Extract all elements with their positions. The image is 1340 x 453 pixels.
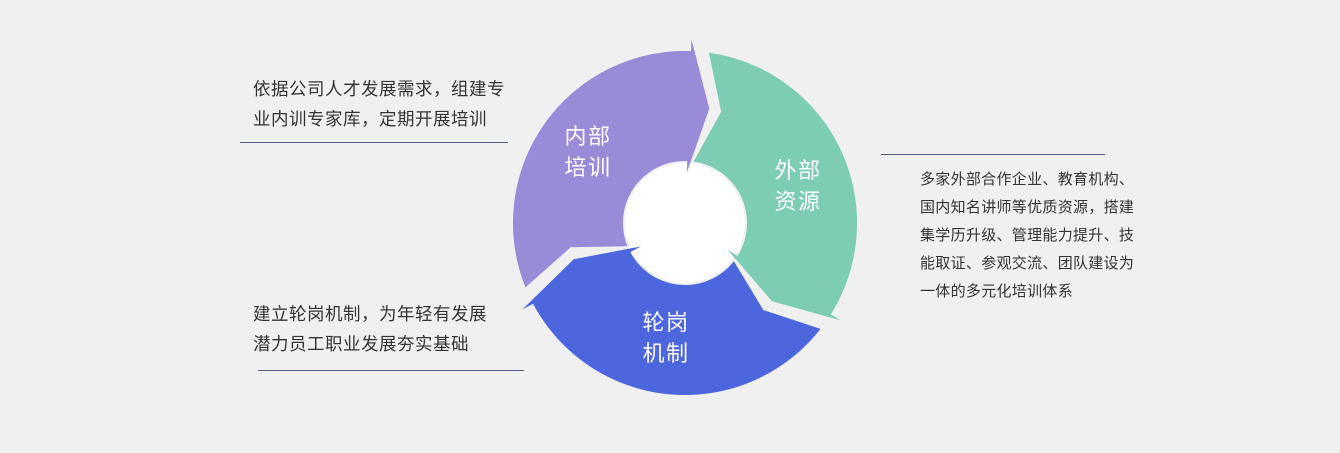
segment-label-external-resources: 外部 资源 [774, 155, 821, 217]
segment-label-line: 资源 [774, 189, 822, 214]
divider-rotation-mechanism [258, 370, 524, 371]
segment-label-internal-training: 内部 培训 [564, 121, 611, 183]
annotation-text-line: 多家外部合作企业、教育机构、 [920, 171, 1135, 188]
annotation-external-resources: 多家外部合作企业、教育机构、 国内知名讲师等优质资源，搭建 集学历升级、管理能力… [920, 166, 1134, 306]
segment-external-resources [693, 52, 858, 321]
divider-external-resources [881, 154, 1105, 155]
annotation-text-line: 一体的多元化培训体系 [920, 283, 1074, 300]
divider-internal-training [240, 142, 508, 143]
annotation-internal-training: 依据公司人才发展需求，组建专 业内训专家库，定期开展培训 [253, 74, 505, 134]
segment-internal-training [512, 39, 710, 288]
annotation-text-line: 业内训专家库，定期开展培训 [253, 109, 487, 129]
annotation-text-line: 潜力员工职业发展夯实基础 [253, 334, 469, 354]
segment-label-line: 内部 [564, 124, 612, 149]
segment-label-line: 轮岗 [642, 310, 690, 335]
segment-label-line: 机制 [642, 341, 690, 366]
annotation-text-line: 国内知名讲师等优质资源，搭建 [920, 199, 1135, 216]
annotation-text-line: 依据公司人才发展需求，组建专 [253, 79, 505, 99]
annotation-text-line: 建立轮岗机制，为年轻有发展 [253, 304, 487, 324]
annotation-rotation-mechanism: 建立轮岗机制，为年轻有发展 潜力员工职业发展夯实基础 [253, 299, 487, 359]
cycle-center-circle [625, 163, 745, 283]
segment-label-rotation-mechanism: 轮岗 机制 [642, 307, 689, 369]
annotation-text-line: 能取证、参观交流、团队建设为 [920, 255, 1135, 272]
segment-label-line: 外部 [774, 158, 822, 183]
cycle-diagram [512, 39, 858, 396]
annotation-text-line: 集学历升级、管理能力提升、技 [920, 227, 1135, 244]
segment-rotation-mechanism [522, 246, 821, 396]
segment-label-line: 培训 [564, 155, 612, 180]
